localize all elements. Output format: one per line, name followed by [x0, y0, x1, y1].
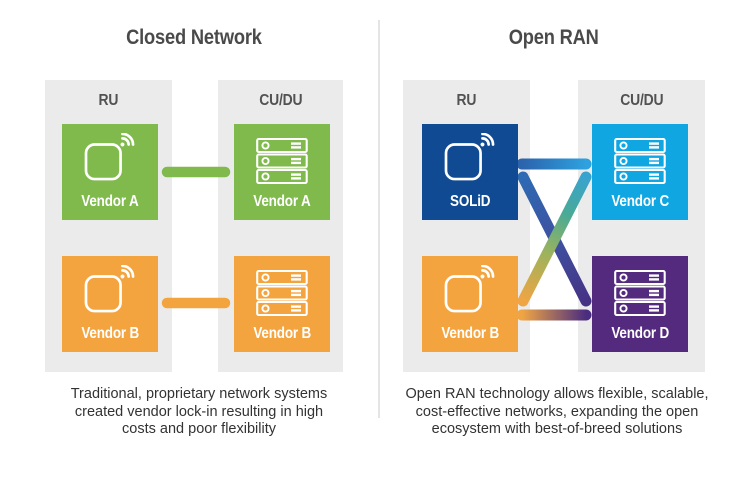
node-label: SOLiD: [449, 193, 491, 210]
radio-unit-icon: [422, 133, 518, 181]
node-label: Vendor B: [81, 325, 139, 342]
open-ran-title: Open RAN: [403, 26, 705, 52]
node-label: Vendor B: [253, 325, 311, 342]
node-label: Vendor B: [441, 325, 499, 342]
caption-line: Traditional, proprietary network systems: [70, 386, 328, 402]
node-openran-cudu-vendor-c: Vendor C: [592, 124, 688, 220]
radio-unit-icon: [62, 133, 158, 181]
server-icon: [234, 138, 330, 184]
openran-ru-header: RU: [456, 92, 477, 109]
server-icon: [592, 270, 688, 316]
closed-network-title-text: Closed Network: [126, 26, 262, 49]
closed-network-caption: Traditional, proprietary network systems…: [34, 386, 364, 439]
server-icon: [592, 138, 688, 184]
node-label: Vendor A: [81, 193, 139, 210]
caption-line: costs and poor flexibility: [122, 421, 276, 437]
node-closed-ru-vendor-a: Vendor A: [62, 124, 158, 220]
openran-cudu-header: CU/DU: [619, 92, 664, 109]
node-label: Vendor D: [611, 325, 669, 342]
caption-line: Open RAN technology allows flexible, sca…: [405, 386, 709, 402]
server-icon: [234, 270, 330, 316]
node-label: Vendor C: [611, 193, 669, 210]
wire-solid-to-vendorD: [517, 171, 592, 307]
node-openran-ru-vendor-b: Vendor B: [422, 256, 518, 352]
panel-divider: [378, 20, 380, 418]
node-label: Vendor A: [253, 193, 311, 210]
node-openran-ru-solid: SOLiD: [422, 124, 518, 220]
wire-vendorB-to-vendorC: [517, 171, 592, 307]
closed-network-title: Closed Network: [45, 26, 343, 52]
caption-line: ecosystem with best-of-breed solutions: [431, 421, 683, 437]
closed-ru-header: RU: [98, 92, 119, 109]
caption-line: created vendor lock-in resulting in high: [74, 403, 324, 420]
caption-line: cost-effective networks, expanding the o…: [415, 403, 699, 420]
open-ran-title-text: Open RAN: [509, 26, 599, 49]
node-closed-cudu-vendor-b: Vendor B: [234, 256, 330, 352]
radio-unit-icon: [62, 265, 158, 313]
node-closed-cudu-vendor-a: Vendor A: [234, 124, 330, 220]
node-closed-ru-vendor-b: Vendor B: [62, 256, 158, 352]
node-openran-cudu-vendor-d: Vendor D: [592, 256, 688, 352]
radio-unit-icon: [422, 265, 518, 313]
closed-cudu-header: CU/DU: [258, 92, 303, 109]
open-ran-caption: Open RAN technology allows flexible, sca…: [392, 386, 722, 439]
